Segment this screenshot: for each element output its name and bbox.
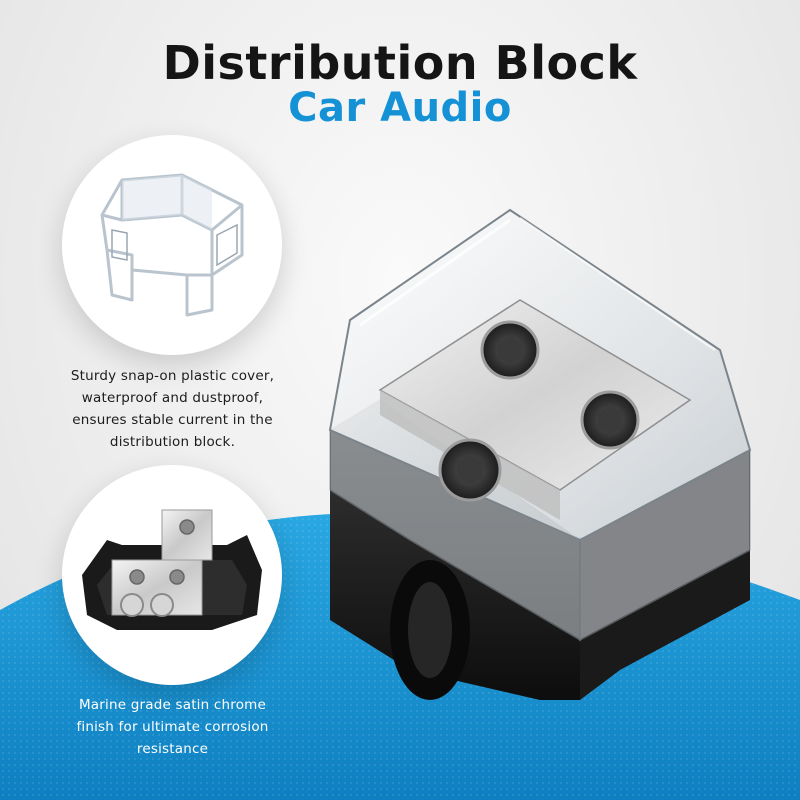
caption-line: ensures stable current in the [72, 412, 273, 428]
caption-line: resistance [136, 741, 209, 757]
page-subtitle: Car Audio [288, 85, 512, 131]
cover-feature-image [62, 135, 282, 355]
cover-feature-caption: Sturdy snap-on plastic cover, waterproof… [30, 365, 315, 453]
clear-cover-illustration [100, 173, 244, 317]
caption-line: distribution block. [109, 434, 236, 450]
caption-line: Sturdy snap-on plastic cover, [70, 368, 275, 384]
set-screw-holes [438, 320, 640, 502]
chrome-block-illustration [82, 509, 262, 630]
caption-line: waterproof and dustproof, [81, 390, 264, 406]
caption-line: Marine grade satin chrome [78, 697, 267, 713]
distribution-block-product-image [328, 208, 752, 700]
page-title: Distribution Block [162, 36, 638, 90]
chrome-feature-caption: Marine grade satin chrome finish for ult… [40, 694, 305, 760]
caption-line: finish for ultimate corrosion [76, 719, 269, 735]
chrome-feature-image [62, 465, 282, 685]
